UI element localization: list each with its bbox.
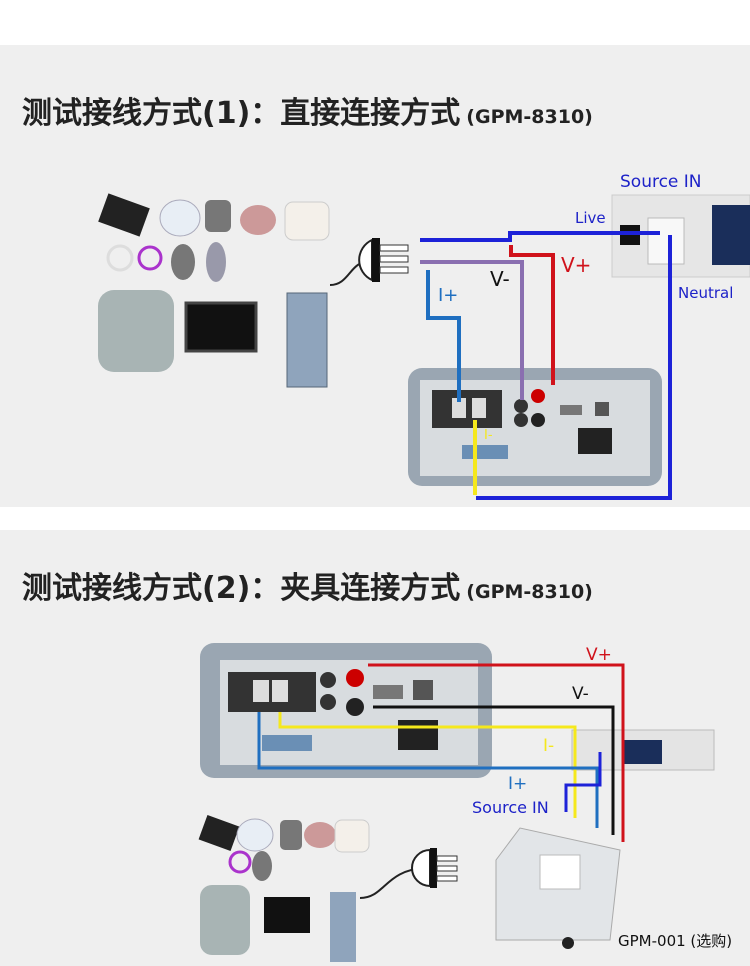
gpm-8310-rear-panel-1: [408, 368, 662, 486]
label-live: Live: [575, 209, 606, 227]
plug-icon: [329, 238, 409, 286]
wire-live: [420, 231, 660, 242]
label-gpm-001: GPM-001 (选购): [618, 932, 733, 950]
wire-source-in-2: [564, 752, 602, 812]
wire-i-plus-2: [257, 712, 599, 828]
gpm-001-fixture: [495, 827, 621, 949]
wire-i-minus-2: [278, 712, 577, 818]
label-i-minus-1: I-: [484, 428, 493, 443]
label-v-minus-1: V-: [490, 267, 510, 291]
section1-title-text: 测试接线方式(1)：直接连接方式: [22, 96, 461, 131]
label-source-in-1: Source IN: [620, 172, 702, 192]
appliances-group-1: [98, 193, 330, 388]
section2-title-text: 测试接线方式(2)：夹具连接方式: [22, 571, 461, 606]
section1-model: (GPM-8310): [466, 106, 593, 128]
plug-icon-2: [359, 848, 458, 899]
ac-power-source-2: [571, 729, 715, 771]
ac-power-source-1: [611, 194, 750, 278]
label-i-minus-2: I-: [543, 736, 555, 756]
wire-v-minus-1: [420, 260, 524, 400]
section2-title: 测试接线方式(2)：夹具连接方式(GPM-8310): [22, 563, 593, 607]
label-v-plus-2: V+: [586, 645, 612, 665]
wire-v-plus-2: [368, 663, 625, 842]
label-neutral: Neutral: [678, 284, 734, 302]
label-v-minus-2: V-: [572, 684, 589, 704]
wire-neutral: [476, 235, 672, 500]
label-i-plus-2: I+: [508, 774, 528, 794]
section1-title: 测试接线方式(1)：直接连接方式(GPM-8310): [22, 88, 593, 132]
section2-model: (GPM-8310): [466, 581, 593, 603]
wire-v-minus-2: [373, 705, 615, 835]
label-i-plus-1: I+: [438, 285, 459, 306]
label-v-plus-1: V+: [561, 253, 592, 277]
label-source-in-2: Source IN: [472, 798, 549, 817]
wire-v-plus: [509, 245, 555, 385]
appliances-group-2: [198, 814, 370, 962]
gpm-8310-rear-panel-2: [200, 643, 492, 778]
wire-i-plus-1: [426, 270, 461, 402]
